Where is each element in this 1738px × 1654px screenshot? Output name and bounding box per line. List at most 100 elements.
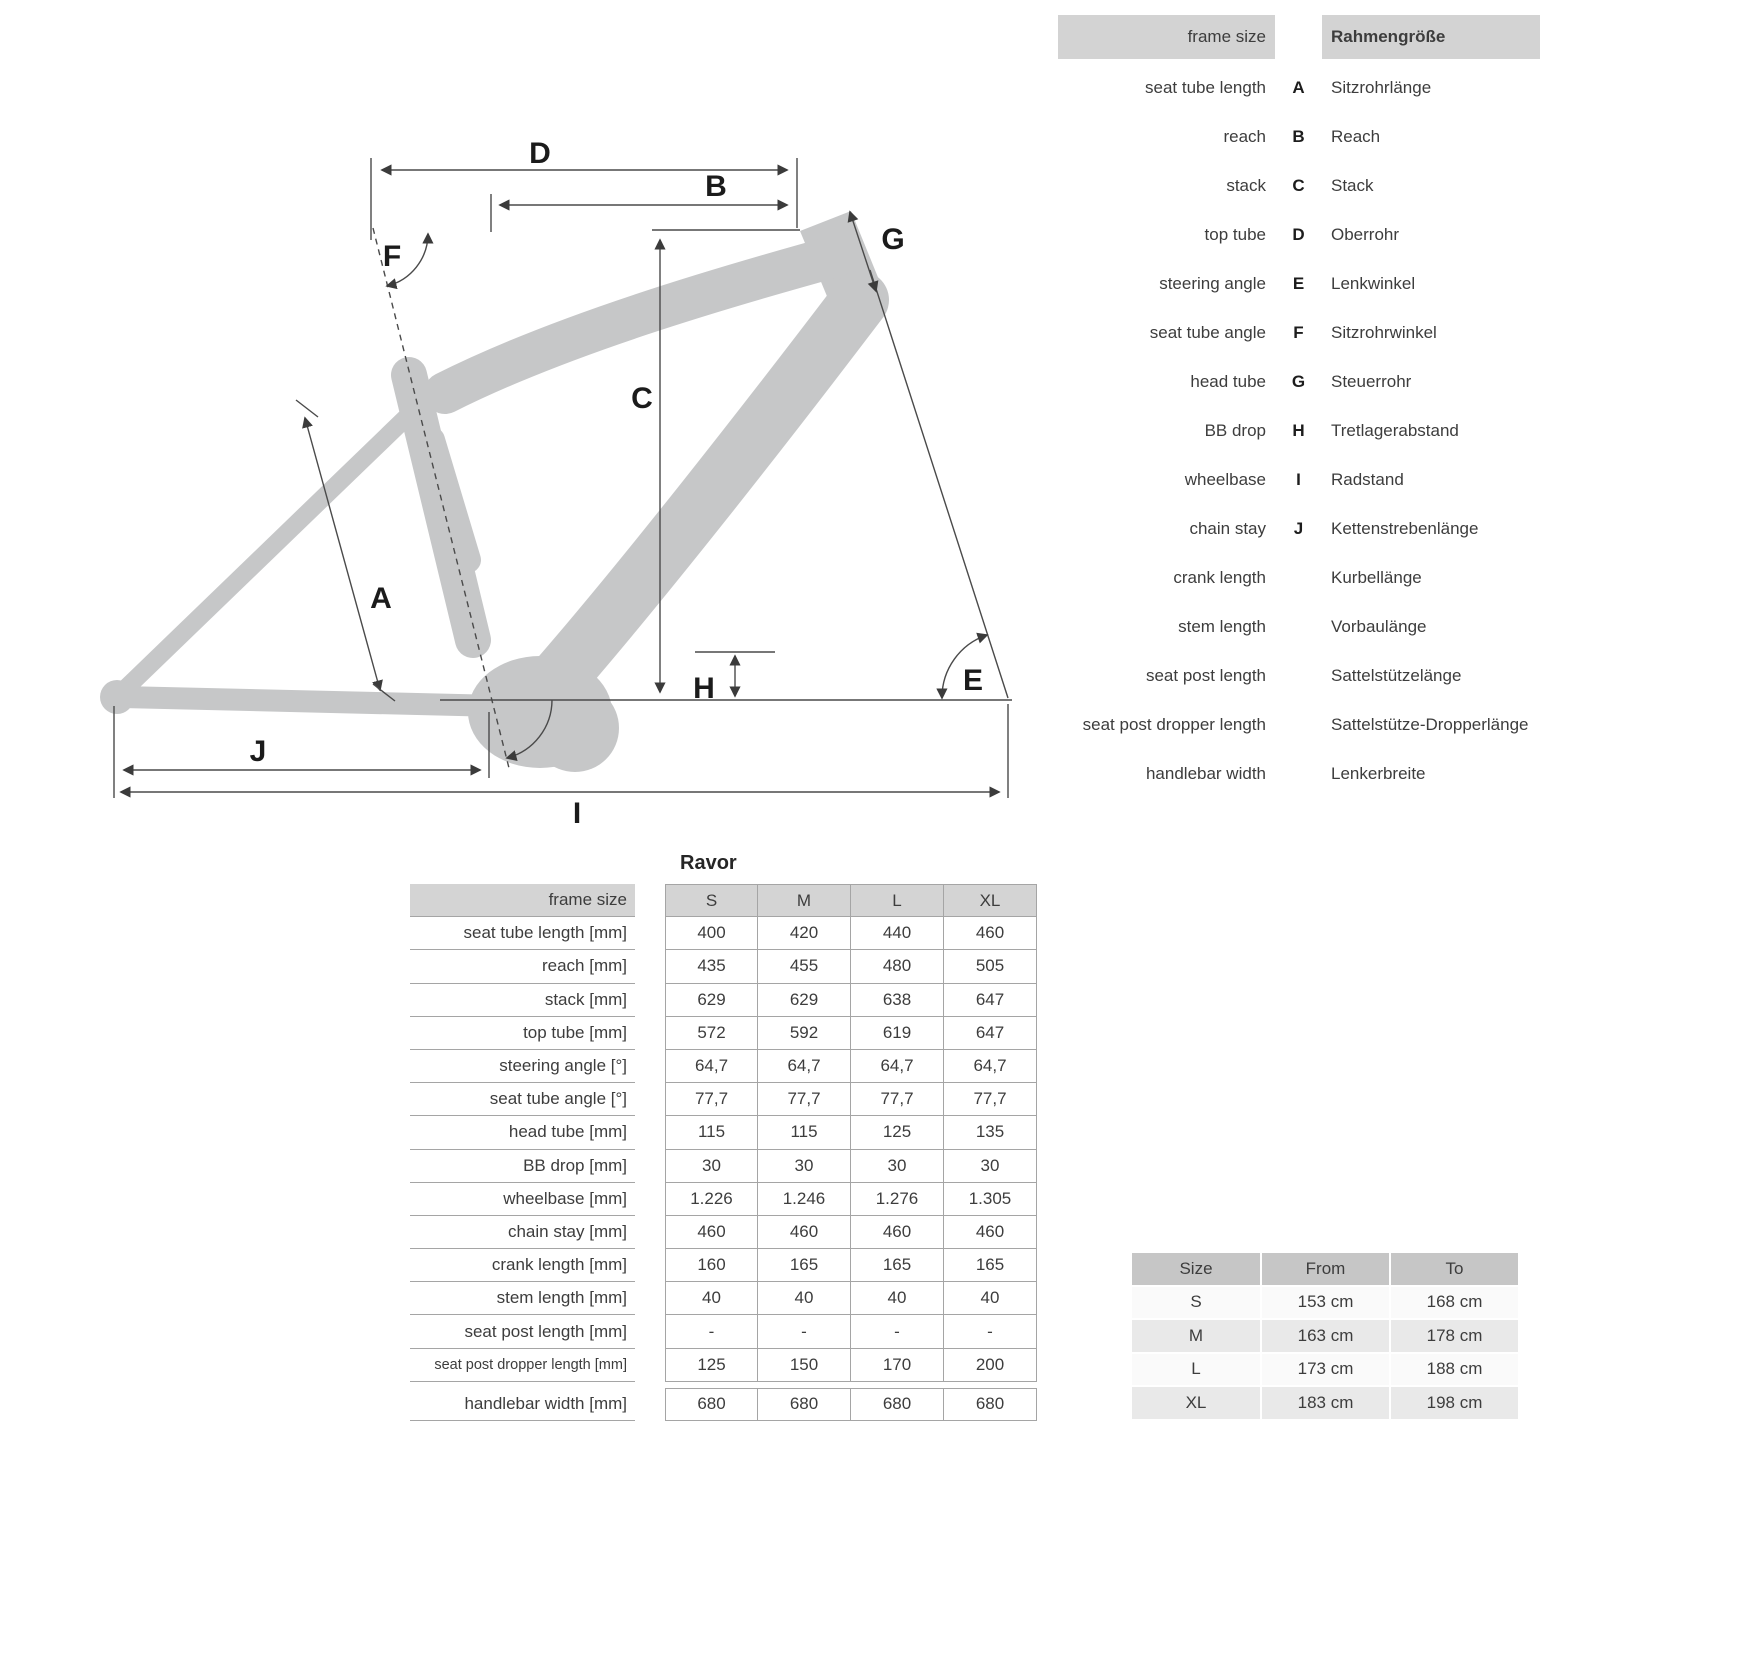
legend-term-en: seat tube length — [1145, 77, 1266, 97]
legend-term-en: seat post dropper length — [1082, 714, 1266, 734]
geometry-row-label: BB drop [mm] — [410, 1150, 635, 1183]
geometry-value: 1.246 — [758, 1182, 851, 1216]
legend-term-de: Sattelstützelänge — [1331, 665, 1462, 685]
legend-letter: I — [1296, 469, 1301, 489]
legend-term-de: Steuerrohr — [1331, 371, 1412, 391]
legend-term-en: head tube — [1190, 371, 1266, 391]
bike-frame-silhouette — [100, 211, 889, 772]
size-chart-height-cell: 168 cm — [1391, 1286, 1520, 1320]
geometry-value: 505 — [944, 950, 1037, 984]
geometry-value: 30 — [758, 1149, 851, 1183]
geometry-value: 680 — [665, 1387, 758, 1421]
legend-letter: H — [1292, 420, 1305, 440]
legend-term-de: Vorbaulänge — [1331, 616, 1427, 636]
geometry-value: - — [851, 1315, 944, 1349]
steering-axis-line — [869, 269, 1009, 699]
geometry-value: 77,7 — [851, 1083, 944, 1117]
legend-letter: G — [1291, 371, 1306, 391]
geometry-value: 77,7 — [665, 1083, 758, 1117]
geometry-value: 1.276 — [851, 1182, 944, 1216]
label-J: J — [250, 735, 267, 768]
geometry-row-label: reach [mm] — [410, 950, 635, 984]
label-F: F — [383, 240, 401, 273]
legend-term-en: chain stay — [1189, 518, 1266, 538]
legend-term-en: BB drop — [1204, 420, 1266, 440]
geometry-value: 400 — [665, 917, 758, 951]
geometry-value: 150 — [758, 1348, 851, 1382]
geometry-table-title: Ravor — [680, 852, 737, 874]
legend-term-en: stem length — [1178, 616, 1266, 636]
geometry-value: 440 — [851, 917, 944, 951]
geometry-gap — [635, 1282, 665, 1315]
geometry-value: 165 — [944, 1249, 1037, 1283]
geometry-row-label: seat post dropper length [mm] — [410, 1349, 635, 1382]
legend-term-de: Sattelstütze-Dropperlänge — [1331, 714, 1529, 734]
legend-letter: B — [1292, 126, 1305, 146]
geometry-value: 165 — [758, 1249, 851, 1283]
legend-term-de: Tretlagerabstand — [1331, 420, 1459, 440]
geometry-row-label: seat tube angle [°] — [410, 1083, 635, 1117]
geometry-row-label: steering angle [°] — [410, 1050, 635, 1084]
size-chart-height-cell: 188 cm — [1391, 1353, 1520, 1387]
seat-stay-shape — [115, 399, 425, 699]
dim-A — [302, 416, 383, 692]
legend-letter: D — [1292, 224, 1305, 244]
seat-tube-axis-line — [372, 227, 510, 769]
geometry-value: 638 — [851, 983, 944, 1017]
legend-header-en: frame size — [1058, 15, 1275, 59]
legend-letter: A — [1292, 77, 1305, 97]
geometry-value: 420 — [758, 917, 851, 951]
geometry-value: 77,7 — [944, 1083, 1037, 1117]
geometry-value: 115 — [758, 1116, 851, 1150]
label-D: D — [529, 137, 551, 170]
geometry-value: 647 — [944, 1016, 1037, 1050]
geometry-gap — [635, 917, 665, 950]
geometry-value: 64,7 — [758, 1049, 851, 1084]
geometry-value: 680 — [758, 1387, 851, 1421]
size-chart-size-cell: L — [1132, 1353, 1262, 1387]
geometry-value: 460 — [851, 1215, 944, 1250]
bike-geometry-diagram: D B F G C A E H J I — [0, 0, 1050, 840]
geometry-value: 629 — [665, 983, 758, 1017]
geometry-gap — [635, 1017, 665, 1050]
size-chart-header: To — [1391, 1253, 1520, 1287]
geometry-gap — [635, 950, 665, 983]
geometry-value: 170 — [851, 1348, 944, 1382]
geometry-row-label: wheelbase [mm] — [410, 1183, 635, 1216]
geometry-size-col-header: L — [851, 884, 944, 918]
geometry-row-label: stack [mm] — [410, 984, 635, 1017]
geometry-gap — [635, 1315, 665, 1348]
size-chart-size-cell: M — [1132, 1320, 1262, 1354]
size-chart-header: Size — [1132, 1253, 1262, 1287]
rear-dropout-shape — [100, 680, 134, 714]
geometry-gap — [635, 1050, 665, 1083]
geometry-size-col-header: XL — [944, 884, 1037, 918]
geometry-gap — [635, 884, 665, 917]
size-chart-height-cell: 198 cm — [1391, 1387, 1520, 1421]
legend-letter: C — [1292, 175, 1305, 195]
label-I: I — [573, 797, 581, 830]
down-tube-shape — [519, 271, 889, 719]
geometry-value: 1.305 — [944, 1182, 1037, 1216]
legend-row: BB drop H Tretlagerabstand — [1058, 406, 1540, 455]
legend-term-de: Reach — [1331, 126, 1381, 146]
geometry-value: 200 — [944, 1348, 1037, 1382]
legend-term-de: Kurbellänge — [1331, 567, 1422, 587]
angle-arc-E — [936, 632, 989, 700]
geometry-value: - — [944, 1315, 1037, 1349]
geometry-value: 115 — [665, 1116, 758, 1150]
geometry-gap — [635, 1216, 665, 1249]
geometry-value: 125 — [851, 1116, 944, 1150]
geometry-value: 160 — [665, 1249, 758, 1283]
top-tube-shape — [424, 234, 861, 414]
legend-header-de: Rahmengröße — [1322, 15, 1540, 59]
